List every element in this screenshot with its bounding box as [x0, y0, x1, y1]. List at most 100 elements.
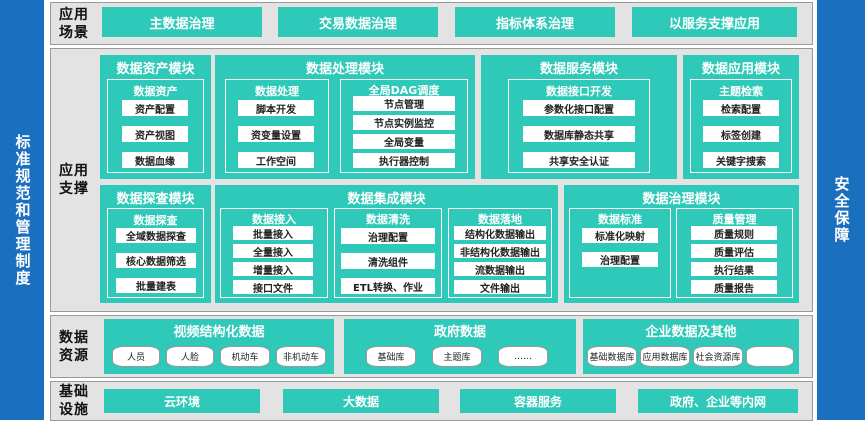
integration-sub1-title: 数据接入	[252, 213, 296, 226]
governance-module-title: 数据治理模块	[642, 192, 721, 207]
left-sidebar: 标准规范和管理制度	[0, 0, 44, 420]
app-item: 关键字搜索	[703, 152, 779, 168]
processing-item: 脚本开发	[238, 100, 314, 116]
ent-db-cylinder: 社会资源库	[693, 346, 743, 367]
governance-sub2: 质量管理 质量规则 质量评估 执行结果 质量报告	[676, 208, 793, 298]
service-module: 数据服务模块 数据接口开发 参数化接口配置 数据库静态共享 共享安全认证	[481, 55, 677, 179]
processing-sub1: 数据处理 脚本开发 资变量设置 工作空间	[225, 79, 329, 173]
governance-sub1: 数据标准 标准化映射 治理配置	[569, 208, 671, 298]
explore-subpanel: 数据探查 全域数据探查 核心数据筛选 批量建表	[107, 208, 204, 298]
processing-sub2-title: 全局DAG调度	[368, 84, 440, 97]
ent-data-box: 企业数据及其他 基础数据库 应用数据库 社会资源库	[583, 319, 799, 374]
processing-module: 数据处理模块 数据处理 脚本开发 资变量设置 工作空间 全局DAG调度 节点管理…	[215, 55, 475, 179]
landing-item: 流数据输出	[454, 262, 546, 277]
scenario-indicator-system: 指标体系治理	[455, 7, 615, 37]
processing-module-title: 数据处理模块	[305, 62, 384, 77]
infra-container: 容器服务	[460, 389, 616, 413]
app-subpanel-title: 主题检索	[719, 85, 763, 98]
governance-sub1-title: 数据标准	[598, 213, 642, 226]
integration-module: 数据集成模块 数据接入 批量接入 全量接入 增量接入 接口文件 数据清洗 治理配…	[215, 185, 558, 303]
video-db-cylinder: 人脸	[166, 346, 214, 367]
video-data-title: 视频结构化数据	[173, 325, 265, 340]
support-row-label: 应用支撑	[59, 163, 89, 197]
infra-bigdata: 大数据	[283, 389, 439, 413]
video-db-cylinder: 机动车	[220, 346, 270, 367]
resources-row-label: 数据资源	[59, 330, 89, 364]
gov-db-cylinder: ……	[498, 346, 548, 367]
explore-item: 核心数据筛选	[116, 253, 196, 268]
ingest-item: 增量接入	[233, 262, 313, 277]
processing-item: 资变量设置	[238, 126, 314, 142]
explore-item: 全域数据探查	[116, 228, 196, 243]
quality-item: 质量评估	[691, 244, 777, 259]
standard-item: 治理配置	[582, 252, 658, 267]
standard-item: 标准化映射	[582, 228, 658, 243]
gov-db-cylinder: 基础库	[366, 346, 416, 367]
ent-db-cylinder	[746, 346, 794, 367]
dag-item: 执行器控制	[353, 153, 455, 168]
integration-sub3-title: 数据落地	[478, 213, 522, 226]
landing-item: 文件输出	[454, 280, 546, 295]
clean-item: 治理配置	[341, 228, 435, 244]
integration-sub1: 数据接入 批量接入 全量接入 增量接入 接口文件	[220, 208, 328, 298]
processing-item: 工作空间	[238, 152, 314, 168]
clean-item: 清洗组件	[341, 253, 435, 269]
asset-item: 资产配置	[122, 100, 188, 116]
video-data-box: 视频结构化数据 人员 人脸 机动车 非机动车	[104, 319, 334, 374]
infra-intranet: 政府、企业等内网	[638, 389, 798, 413]
ingest-item: 接口文件	[233, 280, 313, 295]
app-subpanel: 主题检索 检索配置 标签创建 关键字搜索	[690, 79, 792, 173]
infra-row-label: 基础设施	[59, 384, 89, 418]
ent-data-title: 企业数据及其他	[645, 325, 737, 340]
explore-item: 批量建表	[116, 278, 196, 293]
explore-module-title: 数据探查模块	[116, 192, 195, 207]
asset-module: 数据资产模块 数据资产 资产配置 资产视图 数据血缘	[100, 55, 211, 179]
ent-db-cylinder: 应用数据库	[640, 346, 690, 367]
scenario-transaction-data: 交易数据治理	[278, 7, 438, 37]
app-module-title: 数据应用模块	[701, 62, 780, 77]
service-subpanel-title: 数据接口开发	[546, 85, 612, 98]
video-db-cylinder: 人员	[112, 346, 160, 367]
application-row-label: 应用场景	[59, 6, 89, 41]
service-module-title: 数据服务模块	[539, 62, 618, 77]
app-item: 检索配置	[703, 100, 779, 116]
gov-db-cylinder: 主题库	[432, 346, 482, 367]
quality-item: 质量报告	[691, 280, 777, 295]
gov-data-box: 政府数据 基础库 主题库 ……	[344, 319, 576, 374]
app-module: 数据应用模块 主题检索 检索配置 标签创建 关键字搜索	[683, 55, 799, 179]
landing-item: 非结构化数据输出	[454, 244, 546, 259]
integration-module-title: 数据集成模块	[347, 192, 426, 207]
dag-item: 节点管理	[353, 96, 455, 111]
scenario-service-support: 以服务支撑应用	[632, 7, 797, 37]
video-db-cylinder: 非机动车	[276, 346, 326, 367]
asset-item: 资产视图	[122, 126, 188, 142]
ingest-item: 全量接入	[233, 244, 313, 259]
processing-sub1-title: 数据处理	[255, 85, 299, 98]
gov-data-title: 政府数据	[433, 325, 486, 340]
landing-item: 结构化数据输出	[454, 226, 546, 241]
infra-cloud: 云环境	[104, 389, 260, 413]
service-subpanel: 数据接口开发 参数化接口配置 数据库静态共享 共享安全认证	[508, 79, 650, 173]
right-sidebar-label: 安全保障	[832, 176, 851, 244]
ent-db-cylinder: 基础数据库	[587, 346, 637, 367]
clean-item: ETL转换、作业	[341, 278, 435, 294]
service-item: 共享安全认证	[523, 152, 635, 168]
left-sidebar-label: 标准规范和管理制度	[13, 133, 32, 287]
quality-item: 执行结果	[691, 262, 777, 277]
scenario-master-data: 主数据治理	[102, 7, 262, 37]
app-item: 标签创建	[703, 126, 779, 142]
quality-item: 质量规则	[691, 226, 777, 241]
asset-module-title: 数据资产模块	[116, 62, 195, 77]
governance-sub2-title: 质量管理	[712, 213, 757, 226]
explore-module: 数据探查模块 数据探查 全域数据探查 核心数据筛选 批量建表	[100, 185, 211, 303]
integration-sub3: 数据落地 结构化数据输出 非结构化数据输出 流数据输出 文件输出	[448, 208, 552, 298]
service-item: 数据库静态共享	[523, 126, 635, 142]
service-item: 参数化接口配置	[523, 100, 635, 116]
integration-sub2-title: 数据清洗	[366, 213, 410, 226]
right-sidebar: 安全保障	[817, 0, 865, 420]
dag-item: 全局变量	[353, 134, 455, 149]
integration-sub2: 数据清洗 治理配置 清洗组件 ETL转换、作业	[334, 208, 442, 298]
dag-item: 节点实例监控	[353, 115, 455, 130]
asset-subpanel: 数据资产 资产配置 资产视图 数据血缘	[107, 79, 204, 173]
asset-subpanel-title: 数据资产	[133, 85, 178, 98]
